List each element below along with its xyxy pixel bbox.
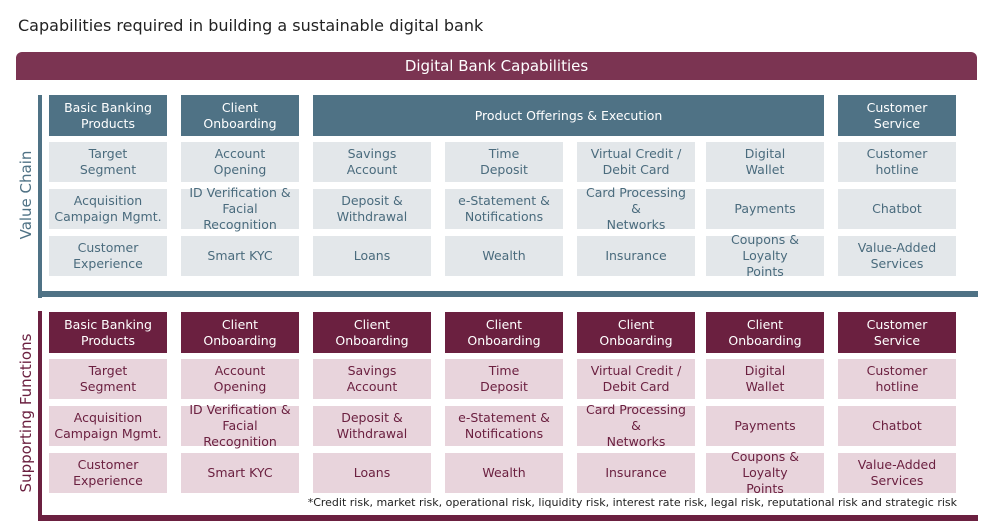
supporting-functions-label: Supporting Functions — [17, 333, 35, 493]
supporting-functions-header: Client Onboarding — [181, 312, 299, 353]
value-chain-cell: Smart KYC — [181, 236, 299, 276]
value-chain-cell: Value-Added Services — [838, 236, 956, 276]
value-chain-header: Client Onboarding — [181, 95, 299, 136]
supporting-functions-header: Customer Service — [838, 312, 956, 353]
supporting-functions-cell: ID Verification & Facial Recognition — [181, 402, 299, 449]
supporting-functions-header: Client Onboarding — [445, 312, 563, 353]
supporting-functions-cell: Virtual Credit / Debit Card — [577, 359, 695, 399]
supporting-functions-cell: Smart KYC — [181, 453, 299, 493]
supporting-functions-header: Client Onboarding — [577, 312, 695, 353]
value-chain-cell: Customer Experience — [49, 236, 167, 276]
value-chain-cell: Insurance — [577, 236, 695, 276]
page-title: Capabilities required in building a sust… — [18, 16, 484, 35]
supporting-functions-left-bar — [38, 311, 42, 521]
supporting-functions-cell: Customer hotline — [838, 359, 956, 399]
supporting-functions-cell: Savings Account — [313, 359, 431, 399]
value-chain-bottom-bar — [38, 291, 978, 297]
value-chain-cell: Payments — [706, 189, 824, 229]
value-chain-left-bar — [38, 95, 42, 298]
value-chain-cell: Virtual Credit / Debit Card — [577, 142, 695, 182]
value-chain-cell: ID Verification & Facial Recognition — [181, 185, 299, 232]
supporting-functions-header: Basic Banking Products — [49, 312, 167, 353]
value-chain-cell: Target Segment — [49, 142, 167, 182]
supporting-functions-cell: Wealth — [445, 453, 563, 493]
supporting-functions-cell: Loans — [313, 453, 431, 493]
supporting-functions-cell: Coupons & Loyalty Points — [706, 449, 824, 496]
value-chain-header: Product Offerings & Execution — [313, 95, 824, 136]
supporting-functions-cell: Customer Experience — [49, 453, 167, 493]
value-chain-cell: Chatbot — [838, 189, 956, 229]
supporting-functions-bottom-bar — [38, 515, 978, 521]
value-chain-header: Basic Banking Products — [49, 95, 167, 136]
supporting-functions-cell: Target Segment — [49, 359, 167, 399]
value-chain-cell: Acquisition Campaign Mgmt. — [49, 189, 167, 229]
supporting-functions-cell: Digital Wallet — [706, 359, 824, 399]
supporting-functions-cell: Value-Added Services — [838, 453, 956, 493]
value-chain-cell: Card Processing & Networks — [577, 185, 695, 232]
supporting-functions-cell: Insurance — [577, 453, 695, 493]
value-chain-header: Customer Service — [838, 95, 956, 136]
value-chain-cell: Coupons & Loyalty Points — [706, 232, 824, 279]
value-chain-cell: Digital Wallet — [706, 142, 824, 182]
value-chain-cell: Account Opening — [181, 142, 299, 182]
value-chain-label: Value Chain — [17, 150, 35, 240]
value-chain-cell: Wealth — [445, 236, 563, 276]
value-chain-cell: Loans — [313, 236, 431, 276]
supporting-functions-cell: Acquisition Campaign Mgmt. — [49, 406, 167, 446]
value-chain-cell: Deposit & Withdrawal — [313, 189, 431, 229]
supporting-functions-header: Client Onboarding — [313, 312, 431, 353]
supporting-functions-cell: Chatbot — [838, 406, 956, 446]
supporting-functions-header: Client Onboarding — [706, 312, 824, 353]
value-chain-cell: Time Deposit — [445, 142, 563, 182]
supporting-functions-cell: Account Opening — [181, 359, 299, 399]
supporting-functions-cell: Deposit & Withdrawal — [313, 406, 431, 446]
banner-digital-bank-capabilities: Digital Bank Capabilities — [16, 52, 977, 80]
supporting-functions-cell: Time Deposit — [445, 359, 563, 399]
supporting-functions-cell: Payments — [706, 406, 824, 446]
supporting-functions-cell: Card Processing & Networks — [577, 402, 695, 449]
value-chain-cell: e-Statement & Notifications — [445, 189, 563, 229]
value-chain-cell: Savings Account — [313, 142, 431, 182]
footnote: *Credit risk, market risk, operational r… — [307, 496, 957, 509]
supporting-functions-cell: e-Statement & Notifications — [445, 406, 563, 446]
value-chain-cell: Customer hotline — [838, 142, 956, 182]
